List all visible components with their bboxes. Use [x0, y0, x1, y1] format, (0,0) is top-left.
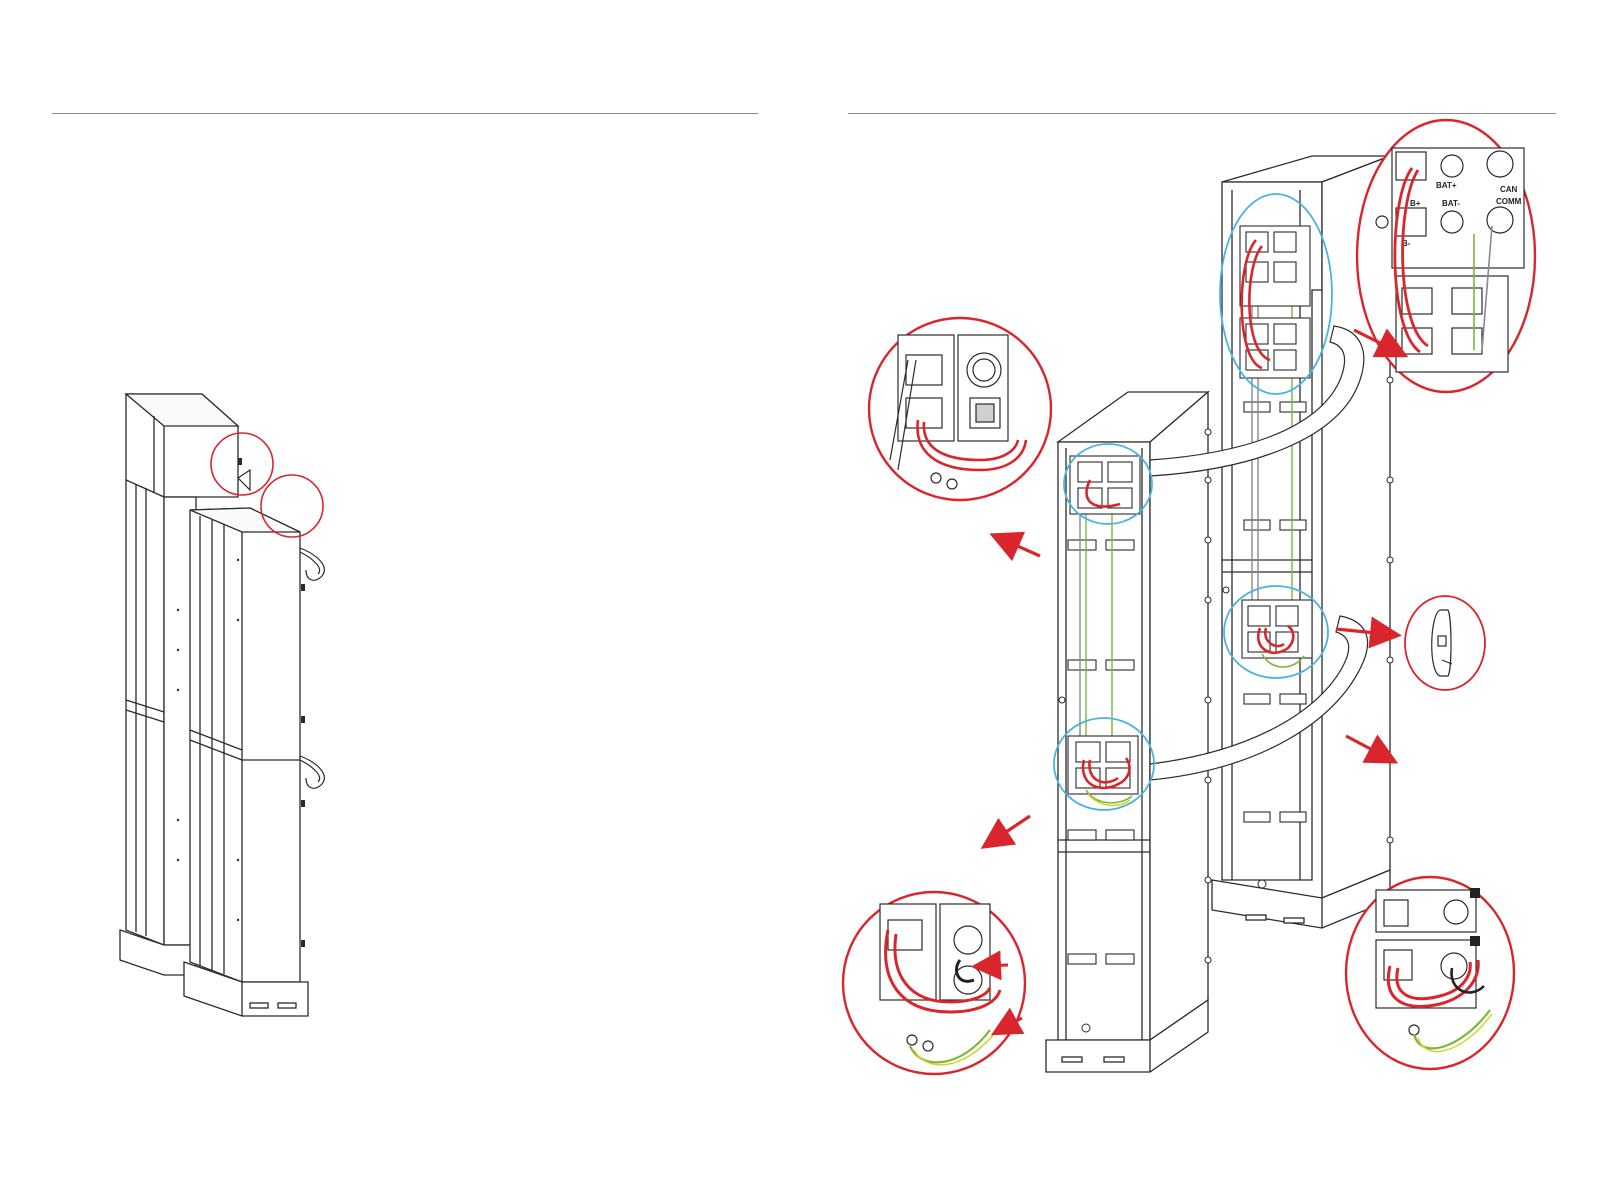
- label-bat-minus: BAT-: [1442, 199, 1460, 208]
- zoom-callout-left-top: [869, 318, 1051, 500]
- label-comm: COMM: [1496, 197, 1522, 206]
- label-bat-plus: BAT+: [1436, 181, 1457, 190]
- zoom-callout-right-bottom: [1346, 877, 1514, 1069]
- left-battery-stack-front: [184, 508, 308, 1016]
- cable-clip-callout: [1405, 596, 1485, 690]
- zoom-callout-left-bottom: [843, 892, 1025, 1074]
- label-can: CAN: [1500, 185, 1518, 194]
- label-b-plus: B+: [1410, 199, 1421, 208]
- zoom-callout-right-top: BAT+ CAN B+ BAT- COMM B-: [1357, 120, 1535, 392]
- cable-clip-icon: [1432, 610, 1452, 676]
